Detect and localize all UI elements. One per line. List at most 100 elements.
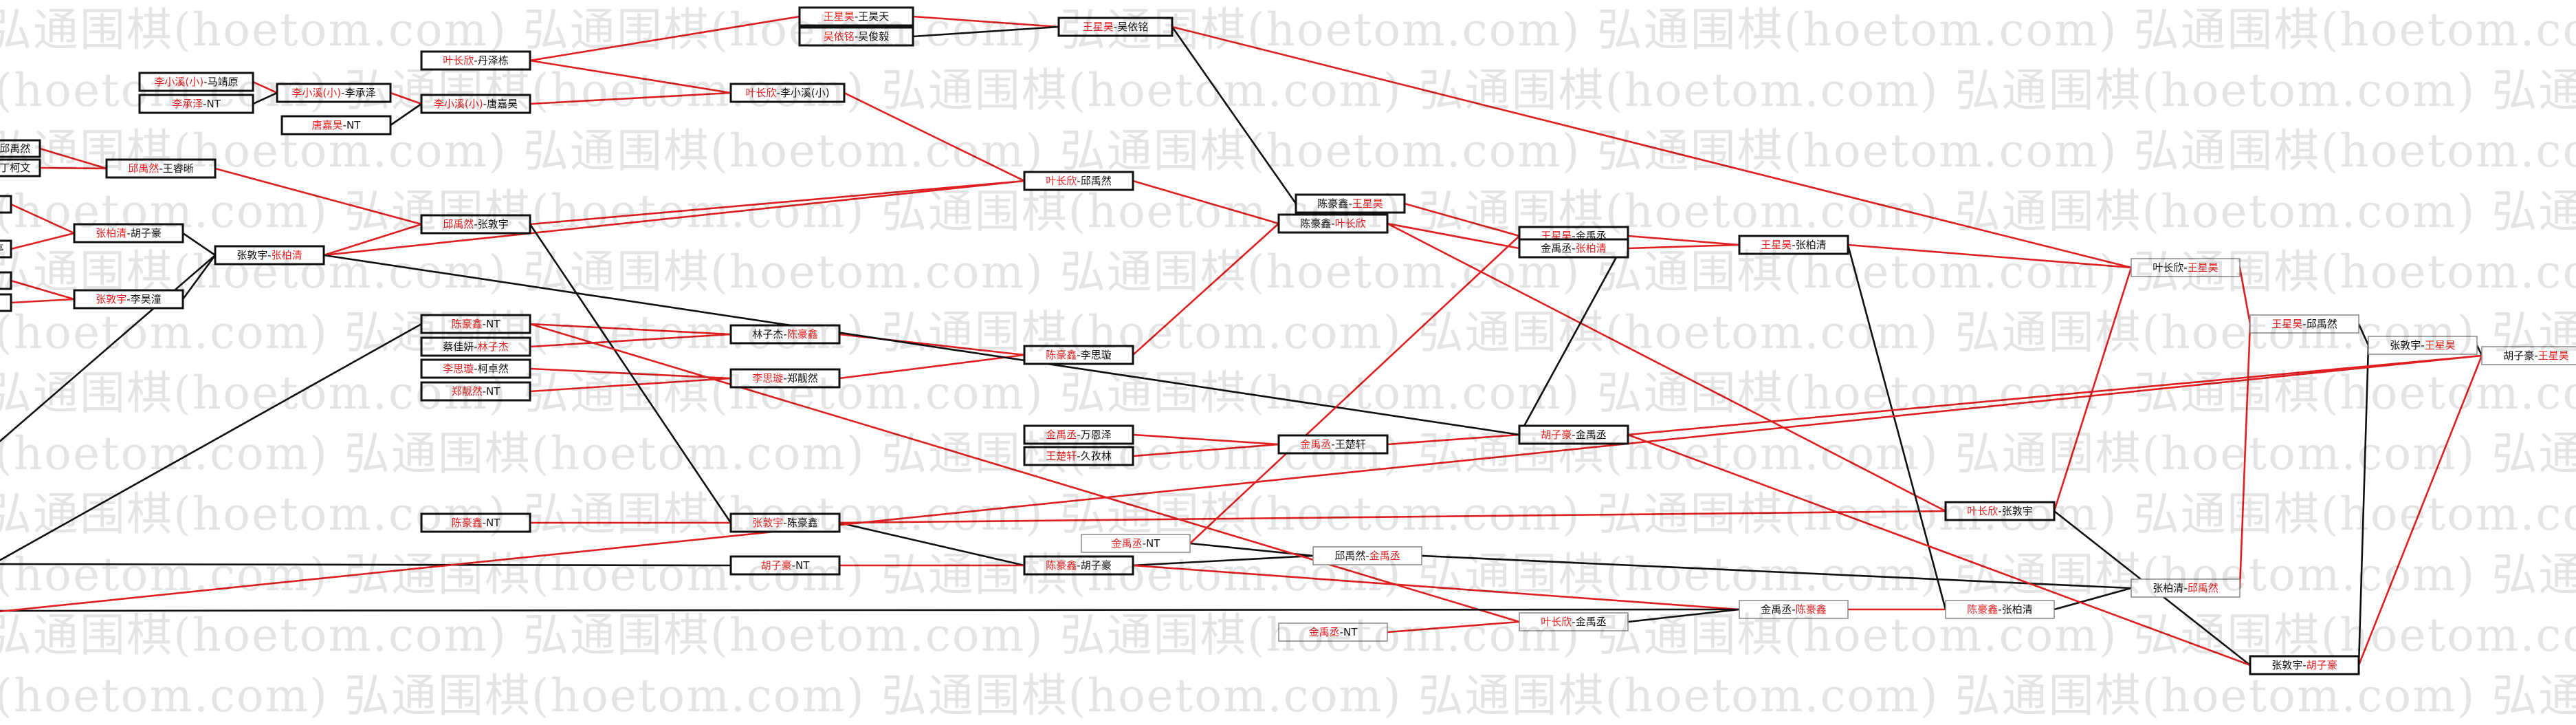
player-a: 张敦宇 <box>236 249 267 261</box>
match-box <box>1295 193 1406 214</box>
bracket-edge <box>1387 222 1520 250</box>
match-box <box>1518 424 1629 445</box>
player-a: 吴依铭 <box>824 30 855 43</box>
separator: - <box>126 293 130 305</box>
bracket-edge <box>1171 25 2132 269</box>
bracket-edge <box>2357 323 2370 346</box>
player-a: 叶长欣 <box>2153 261 2183 274</box>
match-label: 金禹丞-陈豪鑫 <box>1761 603 1826 616</box>
player-a: 胡子豪 <box>761 559 792 572</box>
match-node: 叶长欣-王星昊 <box>2131 258 2241 277</box>
match-box <box>0 195 12 214</box>
player-b: 王昊天 <box>858 10 889 23</box>
bracket-edge <box>390 91 422 105</box>
separator: - <box>474 54 477 67</box>
player-a: 王星昊 <box>2271 318 2302 330</box>
bracket-edge <box>2357 345 2370 666</box>
separator: - <box>267 249 271 261</box>
separator: - <box>1792 239 1795 251</box>
separator: - <box>1077 175 1080 187</box>
player-a: 陈豪鑫 <box>1046 349 1077 361</box>
bracket-edge <box>1387 222 1946 512</box>
player-b: NT <box>207 98 221 110</box>
match-node: 陈豪鑫-张柏清 <box>1945 600 2055 619</box>
match-node: 邱禹然-金禹丞 <box>1312 546 1422 565</box>
player-a: 胡子豪 <box>2503 349 2534 362</box>
match-box <box>420 381 531 402</box>
match-label: 吴依铭-吴俊毅 <box>824 30 889 43</box>
match-box <box>420 314 531 334</box>
match-box <box>0 293 12 312</box>
separator: - <box>1077 450 1080 462</box>
bracket-edge-offpage <box>0 563 731 567</box>
bracket-edge-offpage <box>0 608 1740 612</box>
match-node: 张敦宇-李昊潼 <box>73 289 184 310</box>
match-box <box>2249 314 2359 334</box>
match-label: 王星昊-王昊天 <box>824 10 889 23</box>
separator: - <box>855 10 858 23</box>
match-label: 李承泽-NT <box>172 98 221 110</box>
player-b: 张柏清 <box>272 249 302 261</box>
player-a: 王星昊 <box>1083 21 1114 33</box>
bracket-edge-offpage <box>0 255 216 443</box>
player-b: 王星昊 <box>2425 339 2456 351</box>
bracket-edge <box>214 167 422 226</box>
separator: - <box>1792 603 1795 616</box>
separator: - <box>483 318 486 330</box>
player-b: 郑靓然 <box>787 372 818 385</box>
bracket-edge <box>10 298 75 304</box>
player-a: 叶长欣 <box>1046 175 1077 187</box>
separator: - <box>1331 438 1334 451</box>
bracket-edge <box>10 279 75 301</box>
match-node-cut: 孚子亭 <box>0 239 12 259</box>
player-a: 张柏清 <box>96 227 126 239</box>
match-node: 唐嘉昊-NT <box>280 115 392 136</box>
separator: - <box>1077 349 1080 361</box>
match-box <box>729 83 846 103</box>
match-node-cut: 睿晰-丁柯文 <box>0 158 41 177</box>
bracket-edge <box>1847 244 1947 610</box>
match-label: 张柏清-邱禹然 <box>2153 582 2218 594</box>
bracket-edge <box>529 224 732 523</box>
separator: - <box>1348 197 1352 210</box>
match-box <box>729 512 841 533</box>
player-b: 吴依铭 <box>1117 21 1148 33</box>
player-b: 王星昊 <box>2538 349 2569 362</box>
match-box <box>1278 623 1388 642</box>
match-node: 胡子豪-王星昊 <box>2481 346 2576 365</box>
player-a: 陈豪鑫 <box>452 318 483 330</box>
separator: - <box>783 517 786 529</box>
player-a: 李承泽 <box>172 98 203 110</box>
separator: - <box>483 385 486 398</box>
player-b: 胡子豪 <box>131 227 162 239</box>
bracket-edge <box>912 15 1059 28</box>
match-node: 李承泽-NT <box>138 94 254 114</box>
match-box <box>729 324 841 345</box>
bracket-edge <box>529 15 800 62</box>
match-node: 邱禹然-王睿晰 <box>105 158 217 179</box>
match-label: 王星昊-张柏清 <box>1761 239 1826 251</box>
match-box <box>798 26 914 47</box>
player-b: 久孜林 <box>1081 450 1112 462</box>
bracket-edge <box>1627 244 1740 250</box>
bracket-edge <box>529 323 731 336</box>
match-node: 王星昊-邱禹然 <box>2249 314 2359 334</box>
player-b: NT <box>486 385 500 398</box>
match-label: 胡子豪-金禹丞 <box>1541 429 1606 441</box>
bracket-edge <box>1627 608 1740 623</box>
match-label: 林子杰-陈豪鑫 <box>752 328 817 340</box>
bracket-edge <box>1421 554 2132 589</box>
match-node: 金禹丞-NT <box>1081 534 1191 553</box>
match-node-cut: 若曦 <box>0 271 12 290</box>
match-node: 张柏清-邱禹然 <box>2131 578 2241 598</box>
match-node: 李思璇-柯卓然 <box>420 358 531 379</box>
match-node-cut: 靖昀 <box>0 293 12 312</box>
match-node: 张柏清-胡子豪 <box>73 223 184 244</box>
match-label: 陈豪鑫-李思璇 <box>1046 349 1111 361</box>
match-label: 陈豪鑫-张柏清 <box>1967 603 2032 616</box>
match-node: 叶长欣-张敦宇 <box>1944 501 2056 521</box>
separator: - <box>1077 429 1080 441</box>
bracket-edge <box>323 254 1520 436</box>
player-b: 邱禹然 <box>2188 582 2219 594</box>
